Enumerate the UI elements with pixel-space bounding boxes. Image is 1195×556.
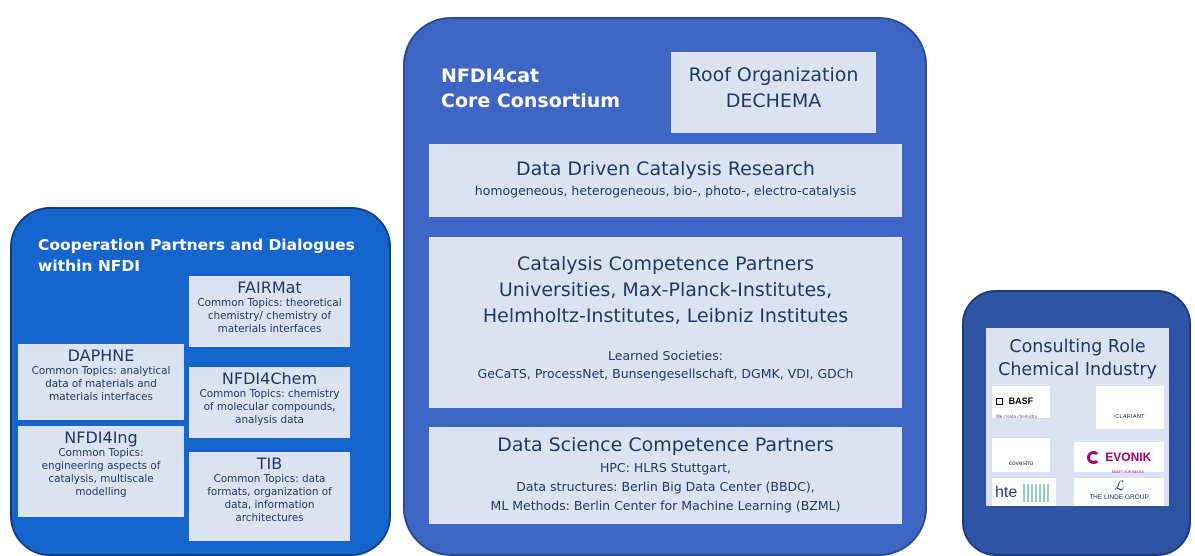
basf-logo: BASF We create chemistry xyxy=(992,386,1050,419)
partner-name: TIB xyxy=(256,454,283,473)
partner-desc: catalysis, multiscale xyxy=(48,473,154,485)
roof-organization-box: Roof Organization DECHEMA xyxy=(671,52,876,133)
consulting-title-line1: Consulting Role xyxy=(1009,337,1146,357)
catalysis-line: Universities, Max-Planck-Institutes, xyxy=(498,279,833,301)
roof-line1: Roof Organization xyxy=(688,64,859,86)
partner-name: FAIRMat xyxy=(237,278,302,297)
data-science-line: Data structures: Berlin Big Data Center … xyxy=(516,479,815,494)
partner-name: DAPHNE xyxy=(67,346,135,365)
partner-desc: materials interfaces xyxy=(217,323,322,335)
partner-name: NFDI4Chem xyxy=(221,369,318,388)
learned-societies-list: GeCaTS, ProcessNet, Bunsengesellschaft, … xyxy=(477,366,854,381)
data-science-line: ML Methods: Berlin Center for Machine Le… xyxy=(490,498,841,513)
partner-desc: Common Topics: analytical xyxy=(31,365,171,377)
evonik-wordmark: EVONIK xyxy=(1105,450,1152,464)
covestro-logo: covestro xyxy=(992,438,1050,472)
linde-wordmark: THE LINDE GROUP xyxy=(1089,494,1149,501)
partner-desc: materials interfaces xyxy=(49,391,153,403)
core-title-line2: Core Consortium xyxy=(441,90,621,112)
partner-desc: Common Topics: data xyxy=(213,473,326,485)
partner-desc: engineering aspects of xyxy=(41,460,161,472)
catalysis-line: Catalysis Competence Partners xyxy=(516,253,815,275)
partner-box-nfdi4ing: NFDI4Ing Common Topics: engineering aspe… xyxy=(18,426,184,517)
partner-desc: data, information xyxy=(224,499,315,511)
data-science-title: Data Science Competence Partners xyxy=(497,434,834,456)
partner-desc: chemistry/ chemistry of xyxy=(207,310,332,322)
data-science-competence-box: Data Science Competence Partners HPC: HL… xyxy=(429,427,902,524)
hte-wordmark: hte xyxy=(995,484,1018,501)
partner-desc: data of materials and xyxy=(45,378,157,390)
basf-wordmark: BASF xyxy=(1008,396,1034,406)
roof-line2: DECHEMA xyxy=(725,90,822,112)
partner-box-nfdi4chem: NFDI4Chem Common Topics: chemistry of mo… xyxy=(189,367,350,438)
partner-box-tib: TIB Common Topics: data formats, organiz… xyxy=(189,452,350,541)
core-consortium-panel: NFDI4cat Core Consortium Roof Organizati… xyxy=(403,17,927,556)
hte-dots-icon xyxy=(1022,483,1051,502)
cooperation-title: Cooperation Partners and Dialogues withi… xyxy=(38,235,358,277)
clariant-logo: CLARIANT xyxy=(1096,386,1164,429)
data-driven-title: Data Driven Catalysis Research xyxy=(516,158,815,180)
partner-desc: modelling xyxy=(75,486,127,498)
catalysis-competence-box: Catalysis Competence Partners Universiti… xyxy=(429,237,902,408)
learned-societies-title: Learned Societies: xyxy=(608,348,723,363)
hte-logo: hte xyxy=(992,478,1056,506)
catalysis-line: Helmholtz-Institutes, Leibniz Institutes xyxy=(482,305,849,327)
data-driven-catalysis-box: Data Driven Catalysis Research homogeneo… xyxy=(429,144,902,217)
consulting-role-panel: Consulting Role Chemical Industry BASF W… xyxy=(962,290,1191,556)
cooperation-title-line1: Cooperation Partners and Dialogues xyxy=(38,236,355,254)
partner-desc: architectures xyxy=(235,512,304,524)
partner-box-daphne: DAPHNE Common Topics: analytical data of… xyxy=(18,344,184,420)
partner-box-fairmat: FAIRMat Common Topics: theoretical chemi… xyxy=(189,276,350,347)
partner-desc: Common Topics: theoretical xyxy=(197,297,342,309)
cooperation-title-line2: within NFDI xyxy=(38,257,141,275)
partner-name: NFDI4Ing xyxy=(64,428,138,447)
basf-tagline: We create chemistry xyxy=(996,413,1038,419)
partner-desc: of molecular compounds, xyxy=(203,401,336,413)
linde-swoosh-icon: ℒ xyxy=(1114,479,1124,494)
covestro-wordmark: covestro xyxy=(1008,460,1034,467)
clariant-wordmark: CLARIANT xyxy=(1115,414,1145,420)
partner-desc: analysis data xyxy=(235,414,304,426)
consulting-box: Consulting Role Chemical Industry BASF W… xyxy=(986,328,1169,506)
linde-logo: ℒ THE LINDE GROUP xyxy=(1074,478,1164,506)
partner-desc: Common Topics: chemistry xyxy=(199,388,340,400)
partner-desc: formats, organization of xyxy=(207,486,332,498)
core-title-line1: NFDI4cat xyxy=(441,65,540,87)
consulting-title-line2: Chemical Industry xyxy=(998,360,1157,380)
core-consortium-title: NFDI4cat Core Consortium xyxy=(441,64,620,114)
data-science-line: HPC: HLRS Stuttgart, xyxy=(600,460,731,475)
evonik-logo: EVONIK KRAFT FÜR NEUES xyxy=(1074,442,1164,474)
cooperation-partners-panel: Cooperation Partners and Dialogues withi… xyxy=(10,207,391,556)
data-driven-subtitle: homogeneous, heterogeneous, bio-, photo-… xyxy=(474,183,857,198)
evonik-swirl-icon xyxy=(1086,451,1100,464)
evonik-tagline: KRAFT FÜR NEUES xyxy=(1111,469,1145,474)
partner-desc: Common Topics: xyxy=(58,447,144,459)
